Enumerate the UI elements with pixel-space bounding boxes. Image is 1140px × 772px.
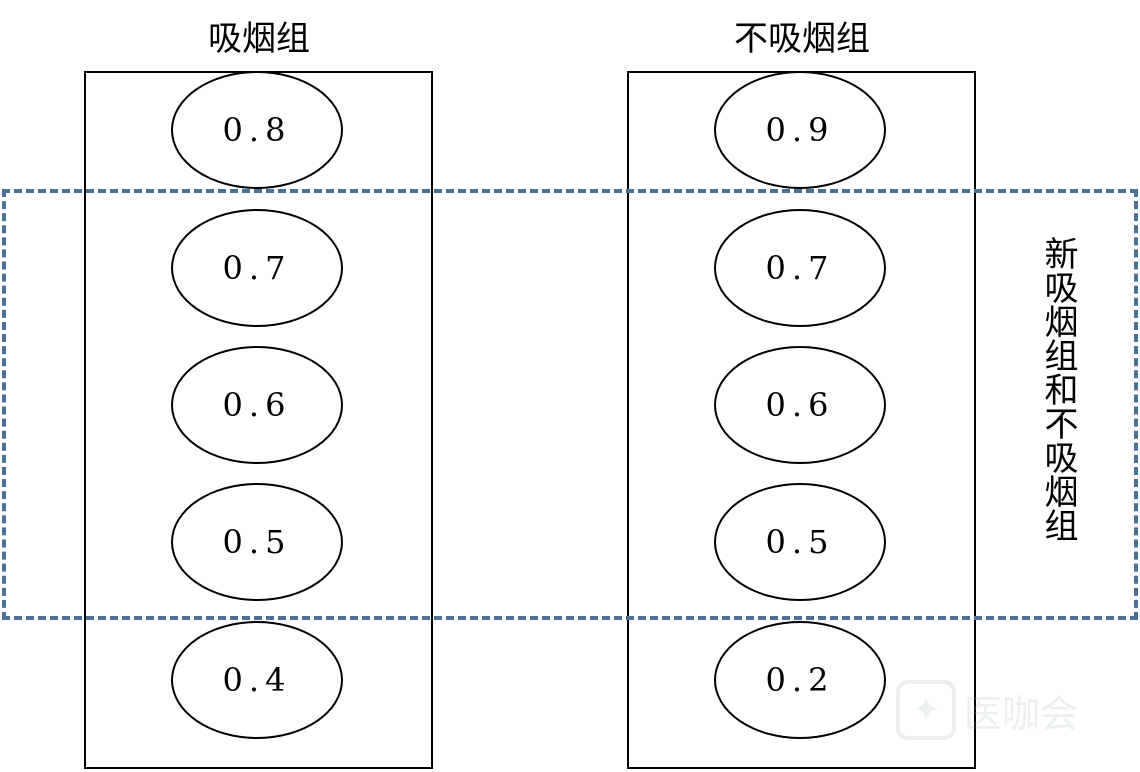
group-title-nonsmoking: 不吸烟组 <box>734 19 870 59</box>
oval-value: 0.6 <box>222 386 292 424</box>
new-group-label: 新吸烟组和不吸烟组 <box>1038 236 1078 542</box>
oval-value: 0.7 <box>222 249 292 287</box>
oval-nonsmoking-1: 0.9 <box>714 71 886 189</box>
oval-value: 0.7 <box>765 249 835 287</box>
oval-nonsmoking-5: 0.2 <box>714 621 886 739</box>
oval-value: 0.5 <box>222 523 292 561</box>
watermark-text: 医咖会 <box>964 691 1079 736</box>
oval-value: 0.8 <box>222 111 292 149</box>
oval-smoking-2: 0.7 <box>171 209 343 327</box>
group-title-smoking: 吸烟组 <box>208 19 310 59</box>
oval-value: 0.4 <box>222 661 292 699</box>
oval-nonsmoking-2: 0.7 <box>714 209 886 327</box>
logo-icon: ✦ <box>896 680 956 740</box>
oval-value: 0.6 <box>765 386 835 424</box>
oval-value: 0.9 <box>765 111 835 149</box>
oval-nonsmoking-3: 0.6 <box>714 346 886 464</box>
oval-nonsmoking-4: 0.5 <box>714 483 886 601</box>
oval-smoking-3: 0.6 <box>171 346 343 464</box>
oval-value: 0.2 <box>765 661 835 699</box>
oval-smoking-1: 0.8 <box>171 71 343 189</box>
oval-smoking-4: 0.5 <box>171 483 343 601</box>
oval-value: 0.5 <box>765 523 835 561</box>
oval-smoking-5: 0.4 <box>171 621 343 739</box>
new-group-dashed-box <box>2 189 1138 620</box>
watermark: ✦ 医咖会 <box>896 672 1110 748</box>
